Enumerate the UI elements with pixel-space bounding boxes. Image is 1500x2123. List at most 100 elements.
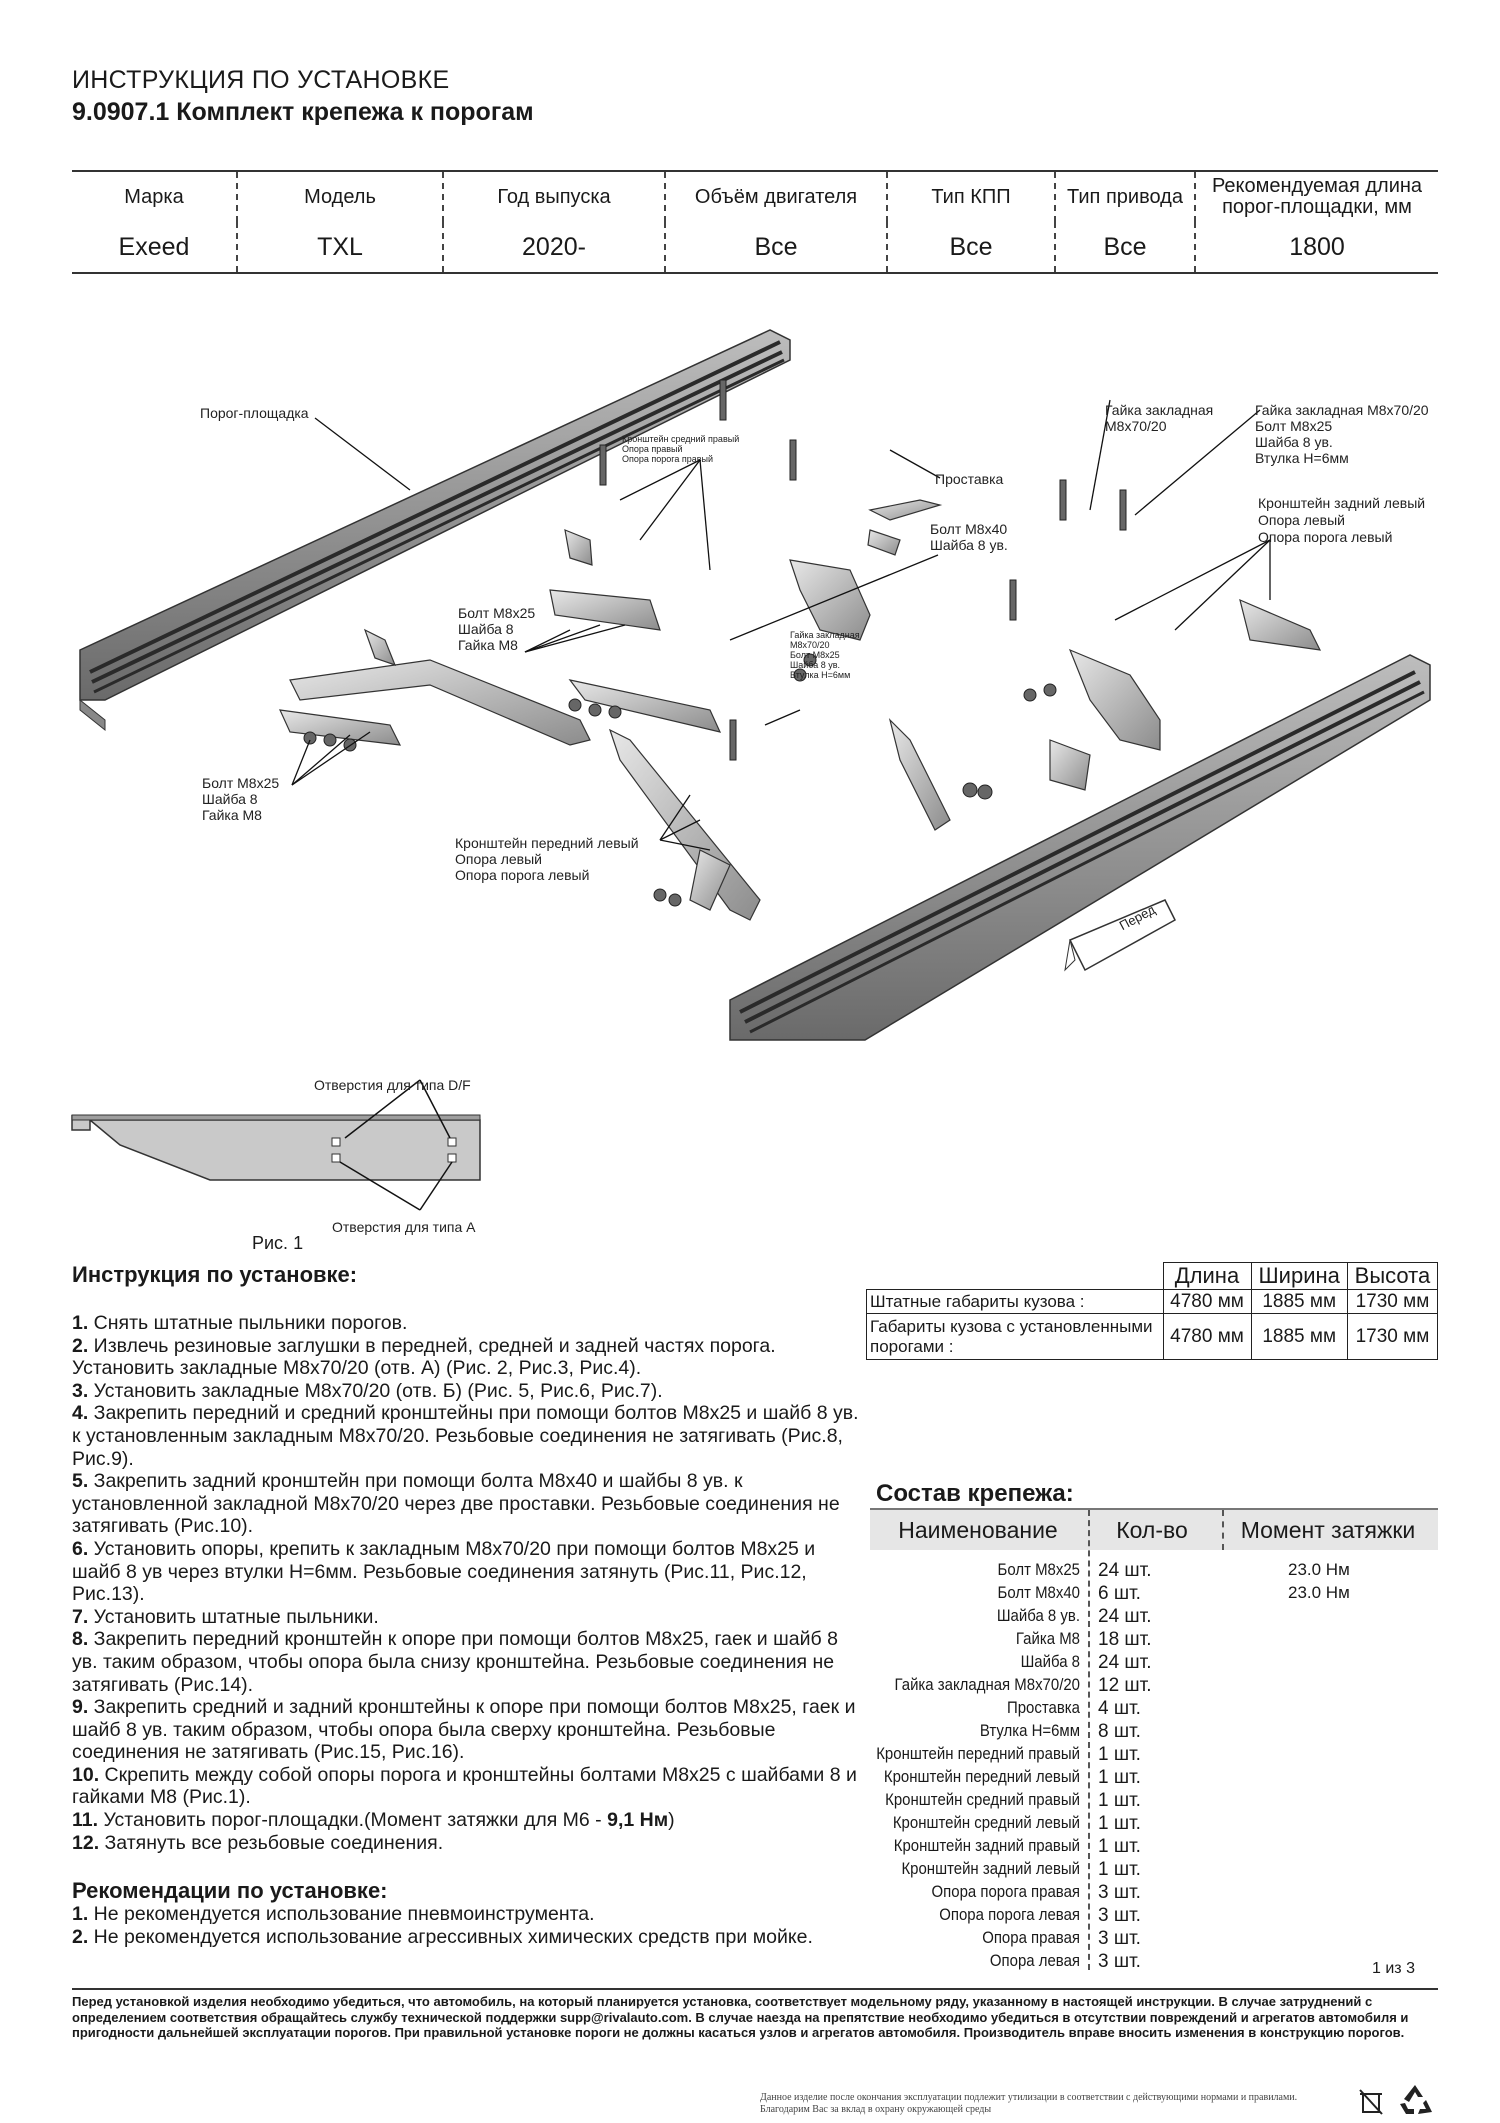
label-small-size: М8х70/20 <box>790 640 830 650</box>
label-nut-m8-b: Гайка М8 <box>202 807 262 823</box>
fasteners-rule <box>870 1508 1438 1510</box>
value-cell: Все <box>666 222 888 272</box>
label-nut-set-bushing: Втулка Н=6мм <box>1255 450 1349 466</box>
leader-lines <box>291 399 1271 851</box>
label-nut-set: Гайка закладная М8х70/20 <box>1255 402 1429 418</box>
dim-header: Высота <box>1346 1262 1439 1290</box>
instruction-item: 3. Установить закладные М8х70/20 (отв. Б… <box>72 1379 663 1402</box>
diagram-drawing <box>79 329 1431 1041</box>
dim-row: Габариты кузова с установленными порогам… <box>866 1313 1439 1360</box>
label-bolt-m8x25-a: Болт М8х25 <box>458 605 536 621</box>
label-rear-left-step-support: Опора порога левый <box>1258 529 1393 545</box>
recycling-note: Данное изделие после окончания эксплуата… <box>760 2092 1298 2115</box>
instructions-heading: Инструкция по установке: <box>72 1262 358 1287</box>
instruction-item: 9. Закрепить средний и задний кронштейны… <box>72 1696 856 1764</box>
recommendation-item: 1. Не рекомендуется использование пневмо… <box>72 1903 595 1925</box>
label-support-step-right: Опора порога правый <box>622 454 714 464</box>
header-cell: Год выпуска <box>444 172 666 222</box>
dim-value: 1730 мм <box>1346 1313 1439 1360</box>
label-bolt-m8x25-b: Болт М8х25 <box>202 775 280 791</box>
dim-value: 1730 мм <box>1346 1289 1439 1314</box>
header-cell: Модель <box>238 172 444 222</box>
label-holes-a: Отверстия для типа А <box>332 1219 476 1235</box>
step-board-left <box>79 329 791 732</box>
fasteners-col-torque: Момент затяжки <box>1240 1516 1416 1543</box>
dim-row-label: Габариты кузова с установленными порогам… <box>866 1313 1164 1360</box>
label-spacer: Проставка <box>935 471 1004 487</box>
label-holes-df: Отверстия для типа D/F <box>314 1077 471 1093</box>
vehicle-table: Марка Модель Год выпуска Объём двигателя… <box>72 170 1438 274</box>
dim-row: Штатные габариты кузова : 4780 мм 1885 м… <box>866 1289 1439 1314</box>
label-rear-left-bracket: Кронштейн задний левый <box>1258 495 1426 511</box>
label-embedded-nut: Гайка закладная <box>1105 402 1214 418</box>
value-cell: 2020- <box>444 222 666 272</box>
label-front-left-step-support: Опора порога левый <box>455 867 590 883</box>
dim-value: 4780 мм <box>1162 1313 1252 1360</box>
label-small-bushing: Втулка Н=6мм <box>790 670 851 680</box>
label-front-left-support: Опора левый <box>455 851 542 867</box>
label-embedded-nut-size: М8х70/20 <box>1105 418 1167 434</box>
header-cell: Рекомендуемая длина порог-площадки, мм <box>1211 175 1423 218</box>
label-small-embedded: Гайка закладная <box>790 630 860 640</box>
page-number: 1 из 3 <box>1372 1960 1415 1977</box>
dimensions-table: Длина Ширина Высота Штатные габариты куз… <box>866 1262 1439 1360</box>
label-washer-8uv: Шайба 8 ув. <box>930 537 1008 553</box>
header-cell: Тип КПП <box>888 172 1056 222</box>
value-cell: Exeed <box>72 222 238 272</box>
disclaimer: Перед установкой изделия необходимо убед… <box>72 1988 1438 2041</box>
recycle-icon <box>1396 2082 1434 2118</box>
recommendation-item: 2. Не рекомендуется использование агресс… <box>72 1925 813 1948</box>
label-small-bolt: Болт М8х25 <box>790 650 840 660</box>
exploded-diagram: Порог-площадка Кронштейн средний правый … <box>10 300 1490 1050</box>
vehicle-table-header: Марка Модель Год выпуска Объём двигателя… <box>72 172 1438 222</box>
fastener-row: Шайба 8 ув.24 шт. <box>996 1606 1152 1627</box>
fasteners-divider <box>1222 1510 1224 1550</box>
label-bracket-mid-right: Кронштейн средний правый <box>622 434 740 444</box>
instruction-item: 1. Снять штатные пыльники порогов. <box>72 1312 408 1334</box>
dim-header: Длина <box>1162 1262 1252 1290</box>
forward-arrow <box>1064 899 1176 972</box>
header-cell: Марка <box>72 172 238 222</box>
label-small-washer: Шайба 8 ув. <box>790 660 841 670</box>
vehicle-table-values: Exeed TXL 2020- Все Все Все 1800 <box>72 222 1438 272</box>
instruction-item: 7. Установить штатные пыльники. <box>72 1605 379 1628</box>
dim-row-label: Штатные габариты кузова : <box>866 1289 1164 1314</box>
instructions-list: 1. Снять штатные пыльники порогов. 2. Из… <box>72 1312 862 1854</box>
bin-icon <box>1356 2086 1386 2116</box>
fasteners-col-qty: Кол-во <box>1116 1516 1188 1543</box>
figure-1-drawing <box>71 1079 481 1211</box>
value-cell: Все <box>888 222 1056 272</box>
value-cell: 1800 <box>1289 232 1345 261</box>
fasteners-heading: Состав крепежа: <box>876 1480 1074 1507</box>
dim-value: 4780 мм <box>1162 1289 1252 1314</box>
instruction-item: 5. Закрепить задний кронштейн при помощи… <box>72 1470 840 1538</box>
value-cell: TXL <box>238 222 444 272</box>
fasteners-header: Наименование Кол-во Момент затяжки <box>870 1510 1438 1550</box>
figure-1-caption: Рис. 1 <box>252 1233 304 1253</box>
fasteners-scatter <box>303 379 1127 907</box>
value-cell: Все <box>1056 222 1196 272</box>
label-nut-set-washer: Шайба 8 ув. <box>1255 434 1333 450</box>
instruction-item: 2. Извлечь резиновые заглушки в передней… <box>72 1334 776 1380</box>
label-washer-8-a: Шайба 8 <box>458 621 514 637</box>
dim-header: Ширина <box>1250 1262 1348 1290</box>
label-washer-8-b: Шайба 8 <box>202 791 258 807</box>
label-nut-set-bolt: Болт М8х25 <box>1255 418 1333 434</box>
dim-value: 1885 мм <box>1250 1313 1348 1360</box>
brackets-group <box>279 499 1322 921</box>
recommendations-list: 1. Не рекомендуется использование пневмо… <box>72 1903 872 1948</box>
